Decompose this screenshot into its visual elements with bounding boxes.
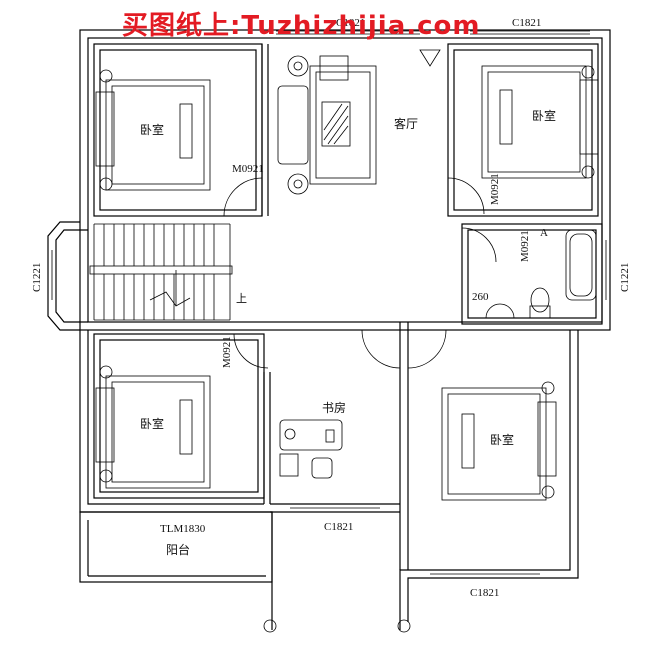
desk [279, 419, 343, 451]
walls [47, 29, 611, 630]
label-window-top-right: C1821 [512, 17, 541, 29]
door-swing-sw [233, 333, 269, 369]
label-stair-up: 上 [236, 292, 247, 305]
lamp-table-bottom [287, 173, 309, 195]
label-window-left: C1221 [31, 263, 43, 292]
room-label-living-room: 客厅 [394, 116, 418, 131]
windows [51, 30, 607, 575]
bed-se [441, 381, 557, 501]
label-bath-dim: 260 [472, 291, 489, 303]
label-door-bath: M0921 [519, 230, 531, 262]
room-label-bedroom-nw: 卧室 [140, 122, 164, 137]
stair-treads [103, 224, 215, 320]
room-label-study: 书房 [322, 400, 346, 415]
door-swing-nw [223, 177, 263, 217]
washbasin [485, 303, 515, 319]
sofa [277, 85, 309, 165]
living-furniture [277, 49, 441, 195]
desk-chair [311, 457, 333, 479]
side-chair [279, 453, 299, 477]
label-door-ne: M0921 [489, 173, 501, 205]
toilet [530, 287, 550, 313]
label-door-nw: M0921 [232, 163, 264, 175]
room-label-bedroom-sw: 卧室 [140, 416, 164, 431]
door-swing-study [361, 329, 401, 369]
label-bath-mark: A [540, 227, 548, 239]
bed-sw [95, 365, 211, 489]
bed-ne [481, 65, 599, 179]
coffee-table [321, 101, 351, 147]
watermark-text: 买图纸上:Tuzhizhijia.com [122, 10, 481, 41]
room-label-bedroom-se: 卧室 [490, 432, 514, 447]
door-swing-ne [447, 177, 485, 215]
label-window-top-mid: C1821 [336, 17, 365, 29]
door-swings [223, 177, 497, 369]
north-marker [419, 49, 441, 67]
lamp-table-top [287, 55, 309, 77]
armchair [319, 55, 349, 81]
bathtub [565, 229, 597, 301]
stair-break-line [149, 291, 191, 307]
label-balcony-door: TLM1830 [160, 523, 206, 535]
label-window-right: C1221 [619, 263, 631, 292]
label-door-sw: M0921 [221, 336, 233, 368]
bed-nw [95, 69, 211, 191]
label-window-study: C1821 [324, 521, 353, 533]
room-label-bedroom-ne: 卧室 [532, 108, 556, 123]
staircase [89, 223, 233, 321]
door-swing-se [407, 329, 447, 369]
label-window-bottom-right: C1821 [470, 587, 499, 599]
room-label-balcony: 阳台 [166, 542, 190, 557]
balcony-outline [79, 511, 273, 583]
living-rug [309, 65, 377, 185]
columns [263, 619, 411, 633]
door-swing-bath [461, 227, 497, 263]
bath-fixtures [485, 229, 597, 319]
study-furniture [279, 419, 343, 479]
